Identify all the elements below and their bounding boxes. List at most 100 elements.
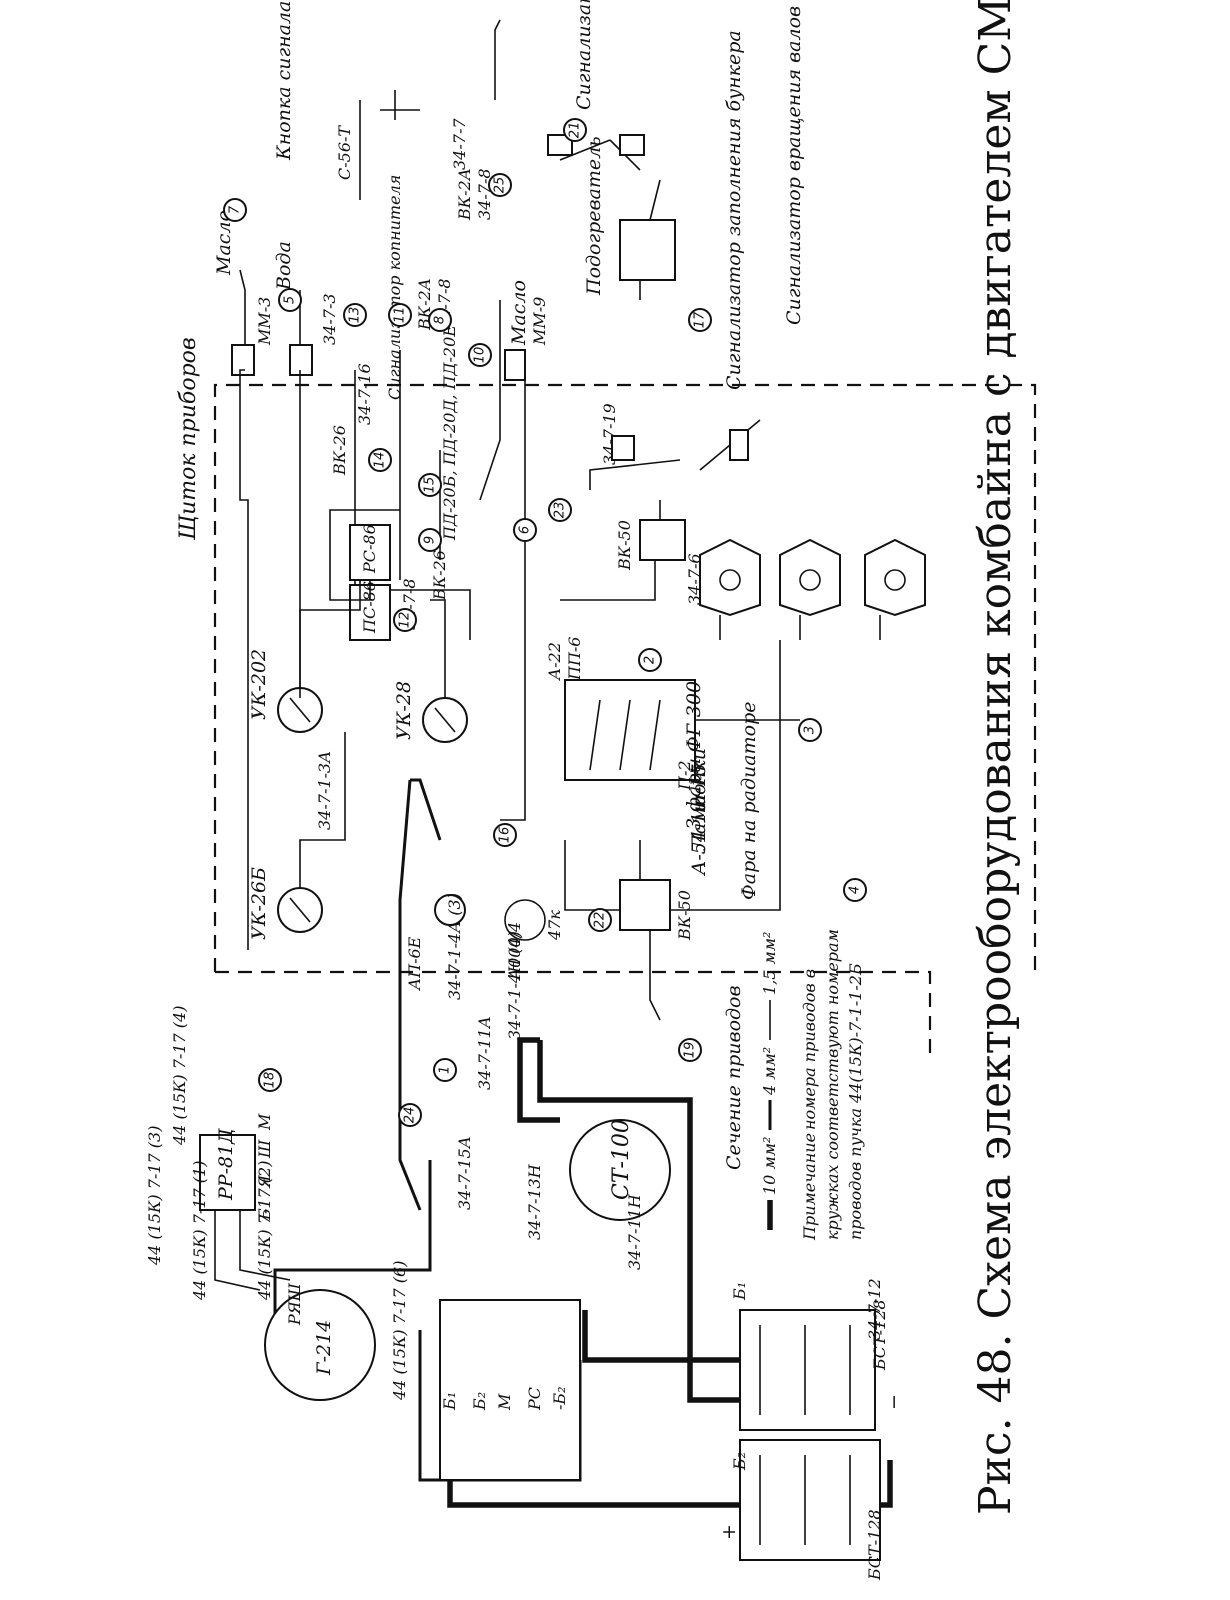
- headlight-2: [779, 538, 841, 617]
- label-vk50-a: ВК-50: [615, 520, 634, 571]
- wire-number-circle: [343, 303, 367, 327]
- heater: [619, 219, 676, 281]
- wire-number: 7: [228, 205, 243, 214]
- wire-number: 19: [683, 1042, 698, 1059]
- wire-7: [239, 369, 249, 950]
- wire-regulator-gen: [214, 1210, 291, 1291]
- oil-sensor: [231, 344, 255, 376]
- label-a22: А-22: [545, 642, 564, 681]
- heater-relay: [611, 435, 635, 461]
- wire-number-circle: [388, 303, 412, 327]
- wire-vk50-upper: [560, 500, 661, 601]
- starter-st100: [569, 1119, 671, 1221]
- battery-b2-cells: [759, 1455, 851, 1545]
- wire-vk50-lower: [639, 840, 661, 1021]
- wire-number: 24: [403, 1107, 418, 1124]
- wire-number-circle: [588, 908, 612, 932]
- label-st100: СТ-100: [609, 1119, 634, 1200]
- label-vk26-a: ВК-26: [330, 425, 349, 476]
- label-ap6e: АП-6Е: [405, 936, 424, 991]
- label-44-top: 44 (15К) 7-17 (4): [170, 1006, 189, 1146]
- wire-number: 17: [693, 311, 708, 328]
- label-34-7-11n: 34-7-11Н: [625, 1193, 644, 1270]
- headlight-3: [864, 538, 926, 617]
- label-lampochki: Лампочки: [688, 748, 710, 851]
- wire-number-circle: [638, 648, 662, 672]
- wire-number-circle: [418, 528, 442, 552]
- wire-6: [500, 350, 526, 821]
- battery-b1: [739, 1309, 876, 1431]
- label-mm3: ММ-3: [255, 297, 274, 346]
- label-34-7-4n: 34-7-1-4Н (4): [505, 931, 524, 1040]
- legend-15: 1,5 мм²: [760, 932, 779, 995]
- label-34-7-15a: 34-7-15А: [455, 1136, 474, 1210]
- battery-b2: [739, 1439, 881, 1561]
- label-signal-bunkera: Сигнализатор заполнения бункера: [723, 30, 745, 390]
- label-fara-radiator: Фара на радиаторе: [738, 702, 760, 900]
- wire-number: 16: [498, 827, 513, 844]
- wire-number: 6: [518, 526, 533, 534]
- bunker-sensor: [729, 429, 749, 461]
- label-rr: РР-81Д: [215, 1128, 237, 1201]
- label-44-d: 44 (15К) 7-17 (2): [255, 1161, 274, 1301]
- label-44-e: 44 (15К) 7-17 (1): [190, 1161, 209, 1301]
- gauge-uk202-needle: [289, 697, 311, 723]
- wire-switch-lower: [564, 640, 781, 911]
- regulator-rr81d: [199, 1134, 256, 1211]
- light-switch-p2[interactable]: [564, 679, 696, 781]
- wire-number-circle: [428, 308, 452, 332]
- prim-1: номера приводов в: [800, 969, 819, 1130]
- label-mm9: ММ-9: [530, 297, 549, 346]
- gauge-uk26-needle: [289, 897, 311, 923]
- label-34-7-1-3a: 34-7-1-3А: [315, 751, 334, 830]
- wire-headlights: [719, 615, 881, 640]
- wire-number-circle: [563, 118, 587, 142]
- wire-10: [479, 300, 501, 501]
- term-m: М: [495, 1393, 514, 1411]
- power-aux-2: [410, 778, 442, 841]
- label-vk26-b: ВК-26: [430, 550, 449, 601]
- term-b1: Б₁: [440, 1392, 459, 1411]
- wire-5: [290, 370, 301, 701]
- label-podogrevatel: Подогреватель: [583, 136, 605, 296]
- wire-number-circle: [368, 448, 392, 472]
- wire-number: 25: [493, 177, 508, 194]
- wire-number-circle: [688, 308, 712, 332]
- wire-number: 18: [263, 1072, 278, 1089]
- wire-gauges: [299, 580, 361, 888]
- prim-3: проводов пучка 44(15К)-7-1-1-2Б: [846, 963, 865, 1240]
- label-uk28: УК-28: [393, 681, 415, 740]
- wire-number: 1: [438, 1066, 453, 1074]
- oil-pressure-sensor: [504, 349, 526, 381]
- panel-outline: [213, 383, 1037, 972]
- wire-number-circle: [493, 823, 517, 847]
- battery-b1-cells: [759, 1325, 851, 1415]
- wire-heater: [639, 179, 661, 300]
- wire-number-circle: [513, 518, 537, 542]
- wire-number-circle: [393, 608, 417, 632]
- headlight-2-lamp: [799, 569, 821, 591]
- label-34-7-11a: 34-7-11А: [475, 1016, 494, 1090]
- wire-number-circle: [223, 198, 247, 222]
- wire-number-circle: [488, 173, 512, 197]
- power-gen-1: [273, 1160, 432, 1320]
- term-b2: -Б₂: [550, 1386, 569, 1410]
- term-rs: РС: [525, 1387, 544, 1411]
- wire-13: [354, 370, 471, 640]
- switch-contacts: [589, 699, 661, 771]
- label-34-7-7: 34-7-7: [450, 118, 469, 170]
- label-p2: П-2: [675, 760, 694, 791]
- label-rs86: РС-86: [360, 524, 379, 574]
- wire-number: 14: [373, 452, 388, 469]
- label-b2: Б₂: [730, 1452, 749, 1471]
- vk50-upper: [639, 519, 686, 561]
- label-34-7-8-b: 34-7-8: [475, 168, 494, 220]
- power-main-2: [517, 1037, 560, 1123]
- power-battery-b: [447, 1460, 893, 1508]
- ammeter-ap6e: [434, 894, 466, 926]
- label-34-7-3: 34-7-3: [320, 293, 339, 345]
- label-s56: С-56-Т: [335, 125, 354, 180]
